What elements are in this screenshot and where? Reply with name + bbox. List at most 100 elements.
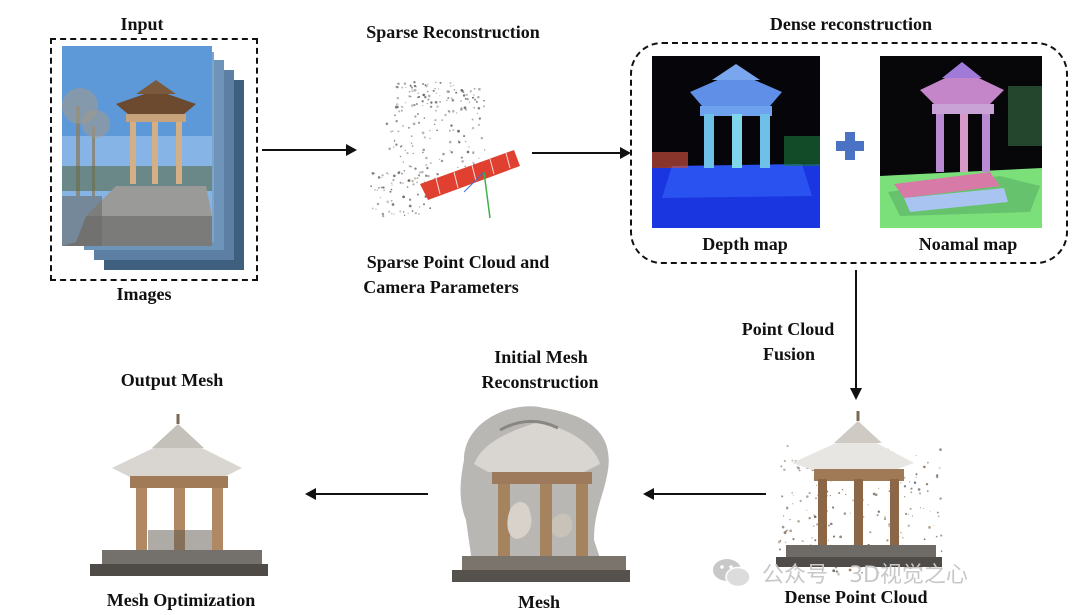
- sparse-point: [422, 93, 426, 97]
- dense-point: [792, 494, 794, 496]
- sparse-point: [472, 94, 475, 96]
- initial-mesh-caption: Mesh: [518, 592, 560, 612]
- dense-point: [907, 524, 911, 527]
- dense-point: [849, 512, 851, 514]
- arrow-mesh-to-output: [305, 488, 428, 500]
- initial-mesh-title-line2: Reconstruction: [481, 372, 599, 392]
- dense-point-cloud-image: [776, 411, 943, 574]
- sparse-point: [414, 212, 417, 215]
- sparse-point: [447, 97, 450, 100]
- sparse-point: [478, 157, 480, 159]
- sparse-point: [421, 100, 424, 103]
- sparse-point: [447, 109, 450, 112]
- sparse-point: [418, 206, 421, 208]
- dense-point: [926, 490, 929, 492]
- plus-icon: [836, 132, 864, 160]
- sparse-point: [386, 172, 388, 174]
- sparse-point: [410, 104, 414, 107]
- sparse-point: [418, 171, 422, 174]
- sparse-point: [426, 83, 429, 86]
- dense-point: [888, 523, 891, 526]
- sparse-point: [393, 213, 395, 215]
- sparse-point: [402, 161, 404, 163]
- sparse-point: [414, 115, 417, 118]
- dense-point: [935, 475, 939, 479]
- sparse-point: [381, 174, 384, 177]
- dense-point: [919, 568, 921, 570]
- sparse-point: [460, 100, 462, 102]
- sparse-point: [465, 108, 468, 111]
- dense-point: [861, 571, 863, 574]
- sparse-point: [425, 85, 428, 88]
- dense-point: [910, 487, 913, 490]
- dense-point: [923, 538, 926, 541]
- sparse-point: [452, 129, 455, 132]
- sparse-point: [411, 89, 414, 93]
- sparse-point: [464, 140, 467, 143]
- dense-point: [923, 465, 926, 469]
- sparse-point: [469, 90, 473, 93]
- sparse-point: [436, 173, 439, 176]
- dense-point: [878, 487, 880, 489]
- sparse-point: [442, 152, 445, 156]
- sparse-point: [426, 166, 429, 170]
- sparse-point: [417, 121, 421, 125]
- dense-point: [928, 526, 931, 529]
- sparse-point: [397, 82, 400, 85]
- dense-point: [869, 531, 872, 534]
- sparse-point: [460, 108, 463, 111]
- dense-point: [936, 511, 939, 514]
- sparse-point: [401, 124, 404, 128]
- sparse-point: [417, 92, 420, 95]
- sparse-point: [478, 118, 481, 121]
- sparse-point: [402, 106, 404, 108]
- sparse-point: [408, 95, 411, 98]
- sparse-point: [387, 173, 389, 175]
- sparse-point: [400, 105, 403, 108]
- dense-point: [860, 566, 862, 569]
- dense-point: [806, 495, 809, 498]
- sparse-point: [430, 101, 433, 104]
- sparse-point: [465, 93, 468, 97]
- sparse-point: [421, 170, 424, 174]
- sparse-point: [397, 130, 400, 133]
- dense-point: [888, 525, 890, 528]
- sparse-point: [371, 172, 375, 175]
- sparse-point: [396, 85, 399, 89]
- sparse-point: [410, 135, 413, 138]
- sparse-point: [394, 114, 396, 117]
- sparse-point: [435, 92, 437, 95]
- dense-point: [883, 517, 887, 521]
- sparse-point: [408, 126, 410, 129]
- sparse-point: [483, 99, 485, 102]
- sparse-point: [408, 198, 412, 201]
- sparse-point: [468, 146, 470, 148]
- sparse-point: [376, 189, 379, 191]
- sparse-point: [471, 96, 475, 99]
- sparse-point: [391, 213, 393, 215]
- sparse-point: [418, 213, 420, 215]
- sparse-point: [429, 137, 431, 140]
- sparse-point: [449, 85, 452, 87]
- dense-point: [808, 516, 811, 520]
- dense-point: [915, 454, 917, 456]
- dense-point: [901, 536, 904, 539]
- sparse-point: [425, 163, 428, 167]
- sparse-point: [407, 212, 409, 214]
- sparse-point: [427, 94, 431, 98]
- sparse-point: [434, 119, 437, 122]
- sparse-point: [434, 100, 438, 104]
- sparse-caption-line1: Sparse Point Cloud and: [366, 252, 550, 272]
- sparse-point: [449, 129, 451, 132]
- dense-point: [867, 504, 869, 506]
- sparse-point: [472, 161, 475, 164]
- sparse-point: [403, 214, 406, 216]
- dense-point: [939, 497, 942, 500]
- sparse-point-cloud: [370, 81, 520, 219]
- sparse-point: [395, 120, 398, 123]
- sparse-point: [393, 139, 396, 141]
- dense-point: [781, 525, 785, 529]
- sparse-point: [436, 129, 438, 132]
- sparse-point: [417, 96, 419, 99]
- dense-point: [851, 499, 855, 502]
